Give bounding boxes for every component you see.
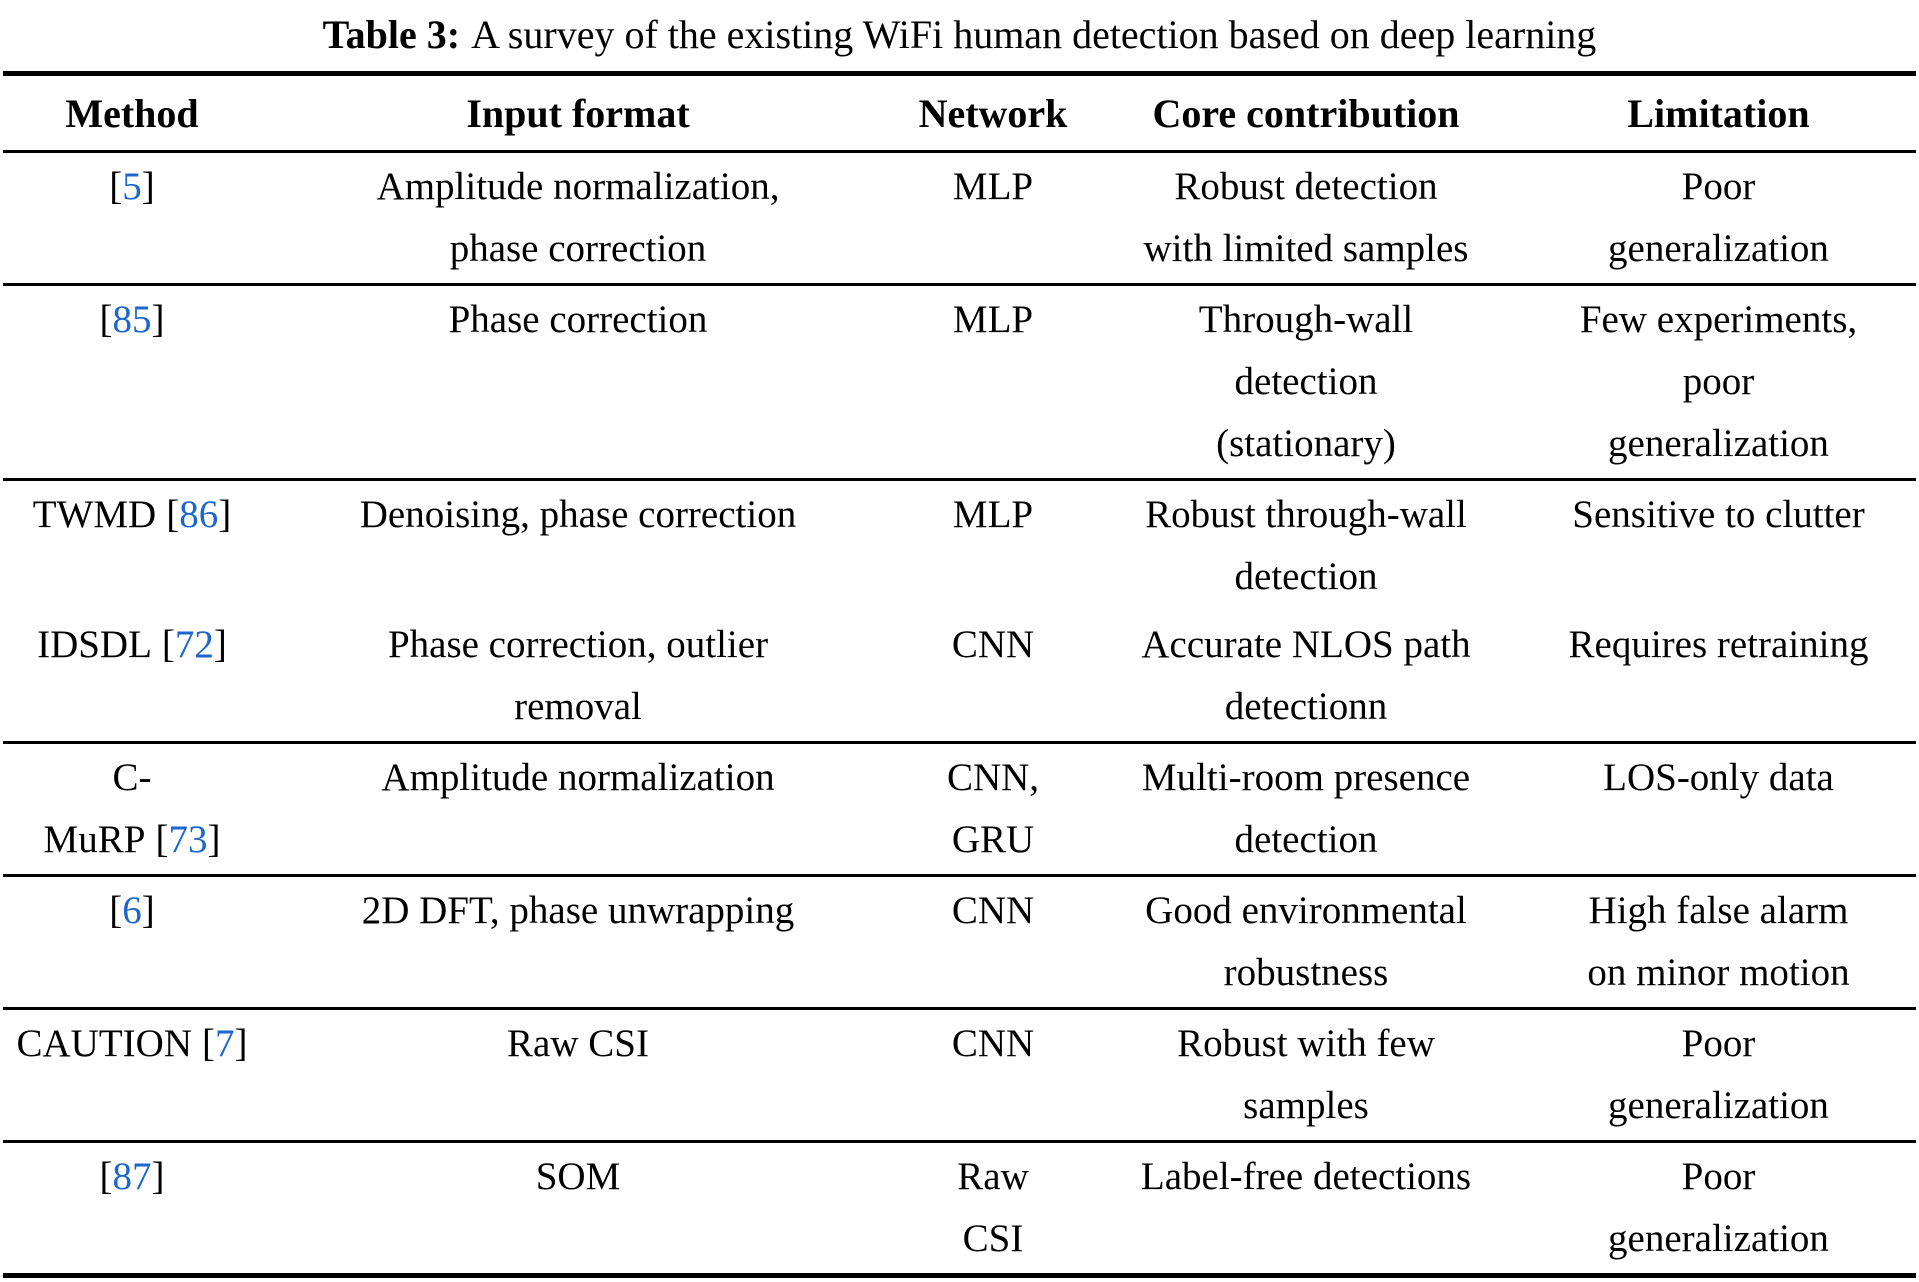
network-cell: MLP: [952, 493, 1034, 536]
method-label: IDSDL: [37, 623, 152, 666]
table-header-row: Method Input format Network Core contributi…: [3, 76, 1916, 150]
network-cell: CNN: [951, 623, 1035, 666]
method-cell: C- MuRP[73]: [3, 744, 261, 874]
table-row: [6] 2D DFT, phase unwrapping CNN Good envir…: [3, 877, 1916, 1007]
table-caption-text: A survey of the existing WiFi human dete…: [471, 12, 1597, 57]
column-header-core-contribution: Core contribution: [1152, 91, 1460, 136]
citation-bracket-open: [: [99, 298, 113, 341]
input-format-cell: 2D DFT, phase unwrapping: [361, 889, 795, 932]
network-cell: Raw CSI: [957, 1155, 1029, 1260]
limitation-cell: Poor generalization: [1608, 165, 1829, 270]
core-contribution-cell: Good environmental robustness: [1145, 889, 1467, 994]
method-cell: [5]: [3, 153, 261, 221]
citation-bracket-close: ]: [218, 493, 232, 536]
core-contribution-cell: Robust with few samples: [1177, 1022, 1435, 1127]
table-row-group: [6] 2D DFT, phase unwrapping CNN Good envir…: [3, 874, 1916, 1007]
method-cell: [87]: [3, 1143, 261, 1211]
table-row: [85] Phase correction MLP Through-wall dete…: [3, 286, 1916, 478]
table-row: IDSDL[72] Phase correction, outlier remov…: [3, 611, 1916, 741]
core-contribution-cell: Multi-room presence detection: [1141, 756, 1471, 861]
network-cell: MLP: [952, 298, 1034, 341]
table-row: [5] Amplitude normalization, phase correc…: [3, 153, 1916, 283]
table-row: [87] SOM Raw CSI Label-free detections Poor …: [3, 1143, 1916, 1273]
input-format-cell: Denoising, phase correction: [359, 493, 797, 536]
citation-reference-link[interactable]: 5: [122, 165, 142, 208]
citation-reference-link[interactable]: 7: [214, 1022, 235, 1065]
citation-reference-link[interactable]: 87: [112, 1155, 152, 1198]
citation-reference-link[interactable]: 72: [174, 623, 214, 666]
table-body: [5] Amplitude normalization, phase correc…: [3, 150, 1916, 1273]
column-header-input-format: Input format: [466, 91, 690, 136]
input-format-cell: SOM: [535, 1155, 621, 1198]
citation-bracket-open: [: [166, 493, 180, 536]
method-cell: CAUTION[7]: [3, 1010, 261, 1078]
table-row-group: C- MuRP[73] Amplitude normalization CNN, G…: [3, 741, 1916, 874]
limitation-cell: LOS-only data: [1603, 756, 1834, 799]
method-cell: [6]: [3, 877, 261, 945]
citation-bracket-open: [: [99, 1155, 113, 1198]
core-contribution-cell: Label-free detections: [1140, 1155, 1472, 1198]
citation-bracket-close: ]: [213, 623, 227, 666]
citation-bracket-close: ]: [151, 298, 165, 341]
citation-reference-link[interactable]: 6: [122, 889, 142, 932]
network-cell: MLP: [952, 165, 1034, 208]
table-row-group: CAUTION[7] Raw CSI CNN Robust with few samp…: [3, 1007, 1916, 1140]
column-header-network: Network: [918, 91, 1068, 136]
citation-reference-link[interactable]: 86: [179, 493, 219, 536]
input-format-cell: Amplitude normalization, phase correctio…: [376, 165, 780, 270]
table-caption-label: Table 3:: [322, 12, 461, 57]
citation-bracket-open: [: [201, 1022, 215, 1065]
citation-bracket-open: [: [155, 818, 169, 861]
network-cell: CNN: [951, 889, 1035, 932]
citation-bracket-open: [: [161, 623, 175, 666]
method-cell: IDSDL[72]: [3, 611, 261, 679]
limitation-cell: Sensitive to clutter: [1572, 493, 1865, 536]
input-format-cell: Phase correction: [448, 298, 708, 341]
column-header-limitation: Limitation: [1627, 91, 1810, 136]
table-row-group: [87] SOM Raw CSI Label-free detections Poor …: [3, 1140, 1916, 1273]
table-row: CAUTION[7] Raw CSI CNN Robust with few samp…: [3, 1010, 1916, 1140]
citation-reference-link[interactable]: 85: [112, 298, 152, 341]
column-header-method: Method: [65, 91, 199, 136]
citation-bracket-close: ]: [207, 818, 221, 861]
citation-bracket-close: ]: [141, 889, 155, 932]
citation-reference-link[interactable]: 73: [168, 818, 208, 861]
citation-bracket-open: [: [109, 165, 123, 208]
table-row-group: [85] Phase correction MLP Through-wall dete…: [3, 283, 1916, 478]
core-contribution-cell: Robust through-wall detection: [1145, 493, 1467, 598]
core-contribution-cell: Accurate NLOS path detectionn: [1141, 623, 1471, 728]
method-label: CAUTION: [16, 1022, 192, 1065]
limitation-cell: Few experiments, poor generalization: [1579, 298, 1858, 465]
input-format-cell: Amplitude normalization: [381, 756, 775, 799]
input-format-cell: Raw CSI: [507, 1022, 649, 1065]
survey-table: Method Input format Network Core contributi…: [3, 71, 1916, 1278]
limitation-cell: High false alarm on minor motion: [1587, 889, 1850, 994]
input-format-cell: Phase correction, outlier removal: [387, 623, 769, 728]
network-cell: CNN: [951, 1022, 1035, 1065]
limitation-cell: Poor generalization: [1608, 1022, 1829, 1127]
core-contribution-cell: Robust detection with limited samples: [1143, 165, 1469, 270]
table-row: TWMD[86] Denoising, phase correction MLP Ro…: [3, 481, 1916, 611]
citation-bracket-close: ]: [234, 1022, 248, 1065]
method-cell: TWMD[86]: [3, 481, 261, 549]
method-cell: [85]: [3, 286, 261, 354]
table-row: C- MuRP[73] Amplitude normalization CNN, G…: [3, 744, 1916, 874]
table-row-group: [5] Amplitude normalization, phase correc…: [3, 150, 1916, 283]
core-contribution-cell: Through-wall detection (stationary): [1198, 298, 1414, 465]
limitation-cell: Poor generalization: [1608, 1155, 1829, 1260]
method-label: TWMD: [32, 493, 157, 536]
table-caption: Table 3:A survey of the existing WiFi hu…: [0, 0, 1919, 71]
method-label: C- MuRP: [43, 756, 152, 861]
limitation-cell: Requires retraining: [1568, 623, 1869, 666]
citation-bracket-open: [: [109, 889, 123, 932]
citation-bracket-close: ]: [141, 165, 155, 208]
citation-bracket-close: ]: [151, 1155, 165, 1198]
network-cell: CNN, GRU: [946, 756, 1040, 861]
